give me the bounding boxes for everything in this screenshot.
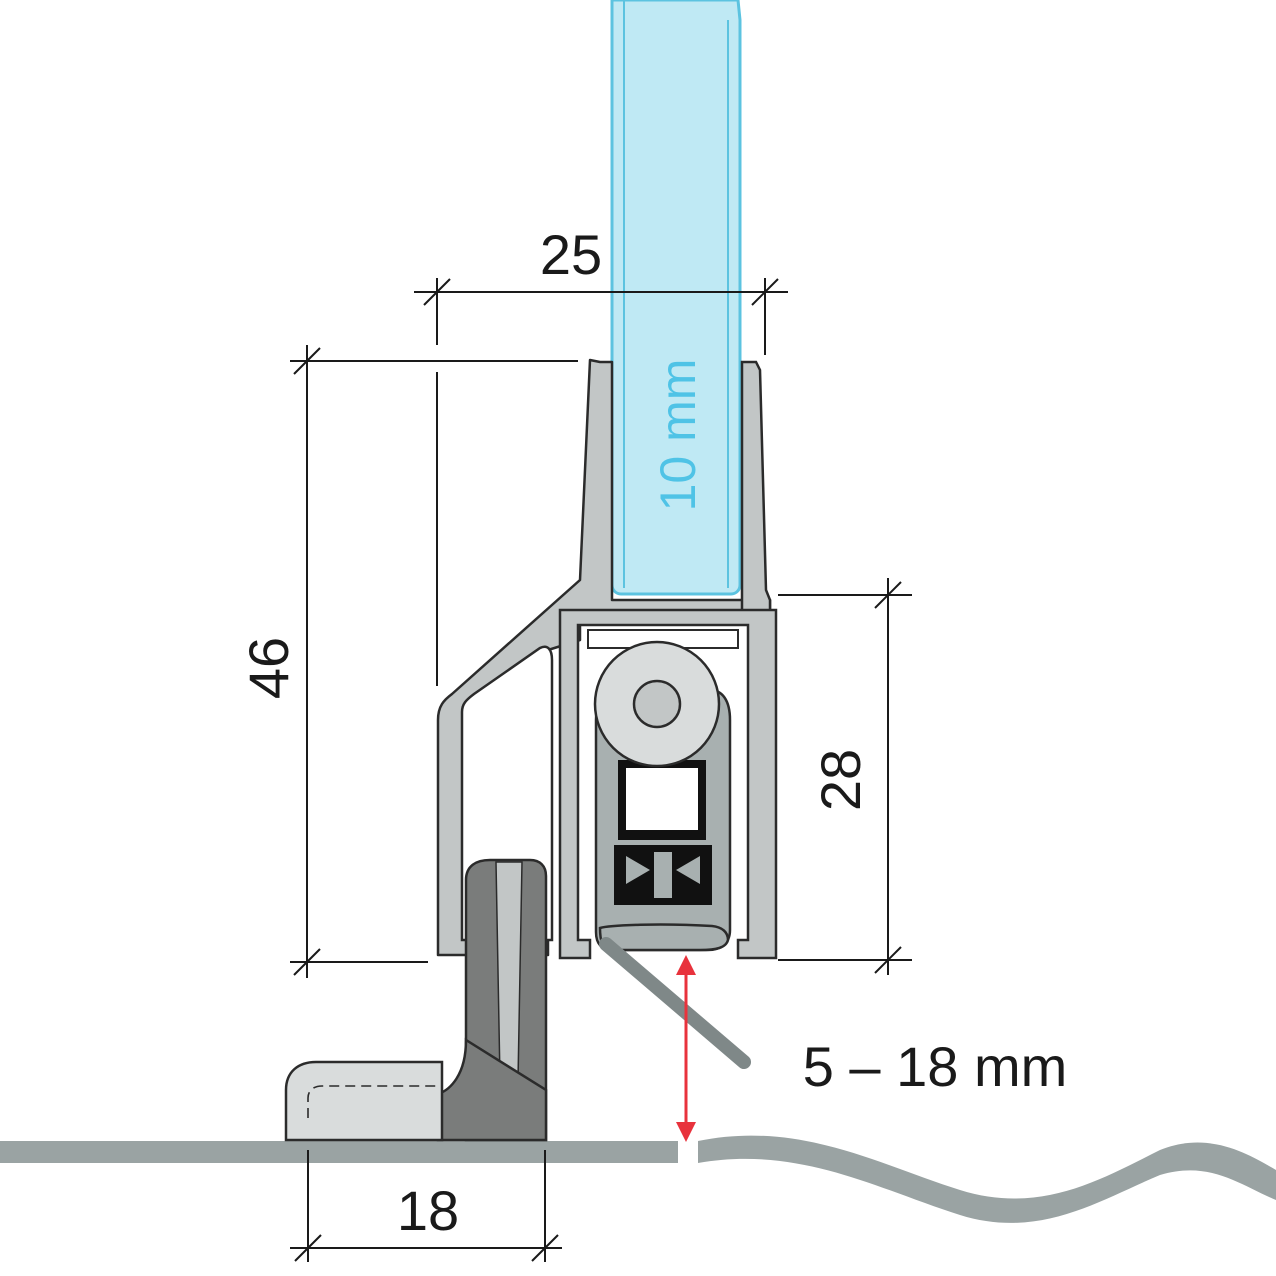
bracket-foot xyxy=(436,1037,548,1142)
bracket-upright-groove xyxy=(495,861,523,1081)
dimension-bottom-width xyxy=(290,1150,562,1262)
dim-18-tick-left xyxy=(294,1234,322,1262)
gap-arrow xyxy=(676,955,696,1142)
gap-arrowhead-down xyxy=(676,1122,696,1142)
profile-right-arm xyxy=(740,360,772,622)
roller-axle xyxy=(632,679,682,729)
floor-slab-left xyxy=(0,1141,678,1163)
dim-18-label: 18 xyxy=(397,1179,459,1242)
seal-carrier-stem xyxy=(654,852,672,898)
bracket-cover xyxy=(284,1060,444,1142)
gap-arrowhead-up xyxy=(676,955,696,975)
dim-46-tick-bottom xyxy=(293,948,321,976)
dimension-total-height xyxy=(290,345,578,978)
aluminium-profile xyxy=(436,358,778,960)
dim-25-tick-right xyxy=(751,278,779,306)
dim-46-label: 46 xyxy=(237,637,300,699)
dim-18-tick-right xyxy=(531,1234,559,1262)
floor-slab-right-wavy xyxy=(698,1135,1276,1223)
dim-25-label: 25 xyxy=(540,223,602,286)
dimension-seal-height xyxy=(778,578,912,975)
dim-28-label: 28 xyxy=(809,749,872,811)
seal-inner-window xyxy=(626,768,698,830)
dim-28-tick-bottom xyxy=(874,946,902,974)
gap-range-label: 5 – 18 mm xyxy=(803,1035,1068,1098)
floor-bracket xyxy=(284,858,548,1142)
seal-channel-housing xyxy=(558,608,778,960)
floor xyxy=(0,1135,1276,1223)
glass-thickness-label: 10 mm xyxy=(650,359,706,512)
dim-25-tick-left xyxy=(423,278,451,306)
dim-46-tick-top xyxy=(293,347,321,375)
dimension-top-width xyxy=(414,278,788,355)
bracket-hidden-line xyxy=(307,1085,442,1118)
seal-carrier-teeth xyxy=(626,856,700,884)
seal-mechanism xyxy=(593,640,751,1069)
glass-panel: 10 mm xyxy=(610,0,742,596)
dim-28-tick-top xyxy=(874,581,902,609)
seal-flap xyxy=(599,937,751,1069)
